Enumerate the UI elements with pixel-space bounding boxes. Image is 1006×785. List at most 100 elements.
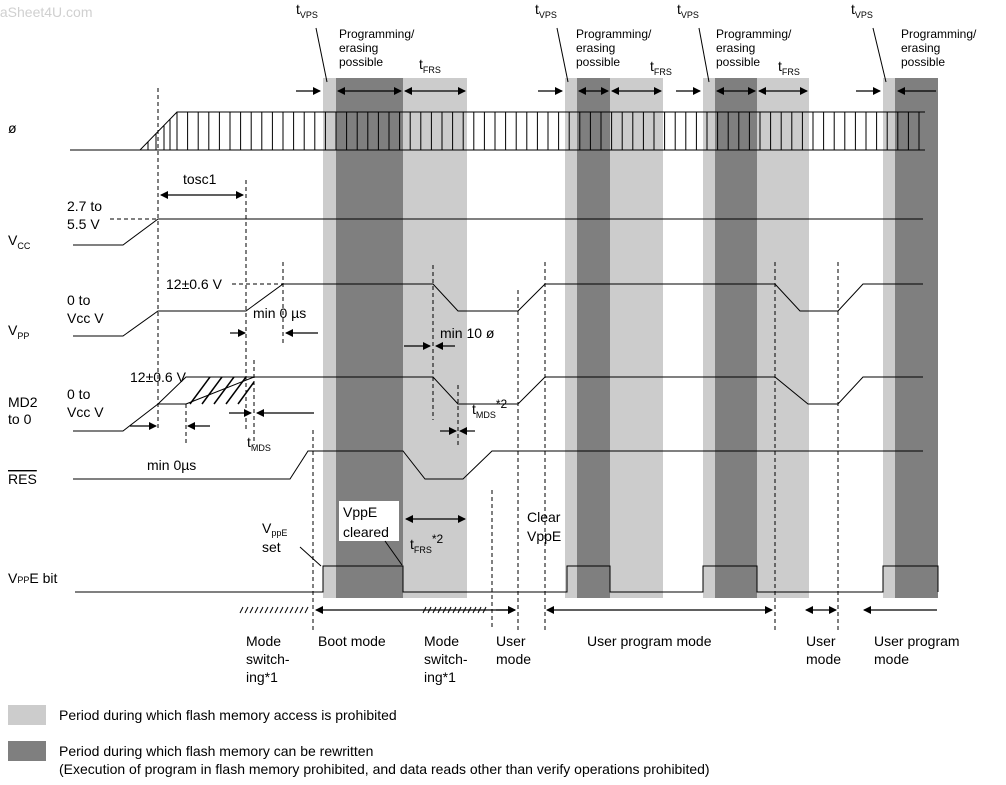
rewritable-band — [577, 78, 610, 598]
phi-label: ø — [8, 120, 17, 136]
prohibited-band — [703, 78, 715, 598]
legend-rewritable-text-line2: (Execution of program in flash memory pr… — [59, 761, 710, 777]
period-bands — [323, 78, 938, 598]
tvps-label: tVPS — [851, 1, 873, 20]
vppe-bit-waveform — [75, 565, 939, 593]
vppe-bit-label: VPPE bit — [8, 570, 57, 586]
user-program-mode-label: mode — [874, 651, 909, 667]
md2-label-line2: to 0 — [8, 411, 32, 427]
hatch-mark — [274, 606, 279, 614]
tvps-label: tVPS — [677, 1, 699, 20]
user-mode-label: User — [806, 633, 836, 649]
hatch-mark — [239, 606, 244, 614]
reference-lines — [157, 88, 839, 630]
prohibited-band — [610, 78, 663, 598]
svg-text:erasing: erasing — [339, 41, 378, 55]
tmds-label: tMDS*2 — [472, 397, 508, 420]
tfrs-label: tFRS — [650, 58, 672, 77]
min-0us-vpp-label: min 0 µs — [253, 305, 306, 321]
svg-text:possible: possible — [576, 55, 620, 69]
prohibited-band — [883, 78, 895, 598]
hatch-mark — [299, 606, 304, 614]
md-high-label: 12±0.6 V — [130, 369, 187, 385]
legend-dark-swatch — [8, 741, 46, 761]
prohibited-band — [757, 78, 809, 598]
res-waveform — [73, 450, 923, 480]
md-level-line2: Vcc V — [67, 404, 104, 420]
tvps-label: tVPS — [296, 1, 318, 20]
hatch-mark — [269, 606, 274, 614]
tosc1-label: tosc1 — [183, 171, 217, 187]
vppe-cleared-line2: cleared — [343, 524, 389, 540]
vcc-waveform — [73, 218, 923, 246]
md-waveform — [73, 376, 923, 432]
vcc-level-line1: 2.7 to — [67, 198, 102, 214]
mode-switching-label: ing*1 — [424, 669, 456, 685]
legend-light-swatch — [8, 705, 46, 725]
hatch-mark — [304, 606, 309, 614]
vpp-label: VPP — [8, 322, 29, 341]
min-10-label: min 10 ø — [440, 325, 495, 341]
tmds-lower-label: tMDS — [247, 434, 271, 453]
vppe-cleared-line1: VppE — [343, 504, 377, 520]
vppe-cleared-box — [339, 501, 399, 541]
svg-text:erasing: erasing — [716, 41, 755, 55]
hatch-mark — [284, 606, 289, 614]
boot-mode-label: Boot mode — [318, 633, 386, 649]
hatch-mark — [244, 606, 249, 614]
clear-vppe-line1: Clear — [527, 509, 561, 525]
vppe-set-label: VppE — [262, 520, 287, 538]
mode-switching-label: switch- — [424, 651, 468, 667]
prohibited-band — [403, 78, 467, 598]
vpp-level-line2: Vcc V — [67, 310, 104, 326]
tfrs-label: tFRS — [778, 58, 800, 77]
watermark-text: taSheet4U.com — [0, 4, 93, 20]
hatch-mark — [254, 606, 259, 614]
svg-text:possible: possible — [716, 55, 760, 69]
md-level-line1: 0 to — [67, 386, 91, 402]
svg-text:possible: possible — [339, 55, 383, 69]
prohibited-band — [323, 78, 336, 598]
tvps-labels: tVPS tVPS tVPS tVPS — [296, 1, 887, 83]
mode-switching-label: switch- — [246, 651, 290, 667]
hatch-mark — [259, 606, 264, 614]
user-mode-label: User — [496, 633, 526, 649]
prohibited-band — [565, 78, 577, 598]
legend-prohibited: Period during which flash memory access … — [8, 705, 998, 727]
rewritable-band — [895, 78, 938, 598]
svg-text:erasing: erasing — [901, 41, 940, 55]
svg-text:Programming/: Programming/ — [339, 27, 415, 41]
legend-rewritable-text-line1: Period during which flash memory can be … — [59, 743, 374, 759]
programming-possible-labels: Programming/ erasing possible Programmin… — [339, 27, 977, 69]
mode-switching-label: Mode — [424, 633, 459, 649]
mode-labels: Mode switch- ing*1 Boot mode Mode switch… — [246, 633, 960, 685]
user-mode-label: mode — [806, 651, 841, 667]
vcc-label: VCC — [8, 232, 31, 251]
user-mode-label: mode — [496, 651, 531, 667]
clear-vppe-line2: VppE — [527, 528, 561, 544]
hatch-mark — [279, 606, 284, 614]
tvps-label: tVPS — [535, 1, 557, 20]
md2-label-line1: MD2 — [8, 394, 38, 410]
vpp-level-line1: 0 to — [67, 292, 91, 308]
svg-text:Programming/: Programming/ — [716, 27, 792, 41]
min-0us-md-label: min 0µs — [147, 457, 196, 473]
user-program-mode-label: User program mode — [587, 633, 712, 649]
vcc-level-line2: 5.5 V — [67, 216, 100, 232]
vppe-set-label-line2: set — [262, 539, 281, 555]
mode-switching-label: Mode — [246, 633, 281, 649]
legend-rewritable: Period during which flash memory can be … — [8, 741, 998, 781]
rewritable-band — [715, 78, 757, 598]
vpp-waveform — [73, 283, 923, 337]
svg-text:Programming/: Programming/ — [576, 27, 652, 41]
hatch-mark — [249, 606, 254, 614]
mode-switching-label: ing*1 — [246, 669, 278, 685]
tfrs-label: tFRS — [419, 56, 441, 75]
phi-clock-waveform — [70, 111, 925, 151]
res-label: RES — [8, 471, 37, 487]
svg-text:Programming/: Programming/ — [901, 27, 977, 41]
legend-prohibited-text: Period during which flash memory access … — [59, 707, 397, 723]
hatch-mark — [294, 606, 299, 614]
user-program-mode-label: User program — [874, 633, 960, 649]
